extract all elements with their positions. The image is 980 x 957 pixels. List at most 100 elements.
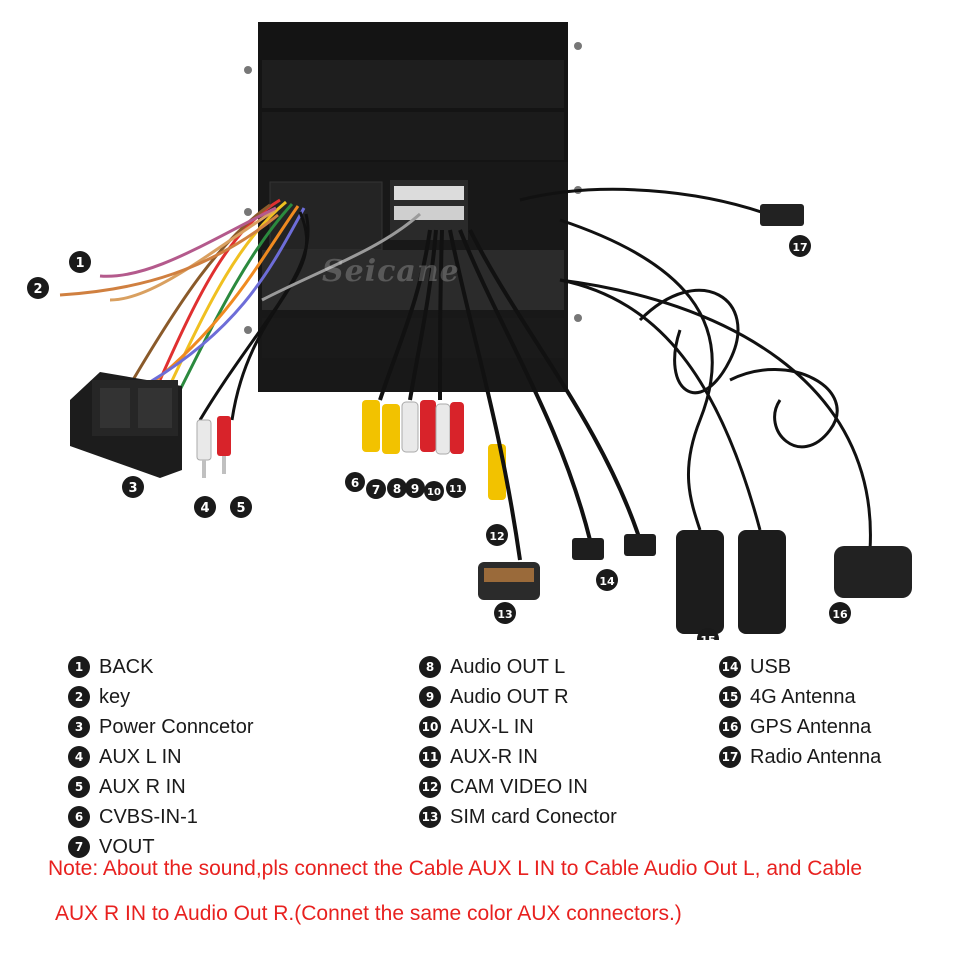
badge-13: 13 [494, 602, 516, 624]
legend-label: USB [750, 655, 792, 678]
svg-text:4: 4 [200, 501, 209, 516]
legend-label: AUX L IN [99, 745, 182, 768]
svg-text:8: 8 [393, 482, 401, 496]
svg-text:5: 5 [236, 501, 245, 516]
aux-in-plugs [196, 416, 231, 478]
gps-antenna-shape [834, 546, 912, 598]
legend-item-back: 1 BACK [68, 652, 254, 682]
note-line-1: Note: About the sound,pls connect the Ca… [48, 857, 863, 880]
badge-6: 6 [345, 472, 365, 492]
legend-column-3: 14 USB 15 4G Antenna 16 GPS Antenna 17 Radio… [719, 652, 881, 772]
legend-item-power-connector: 3 Power Conncetor [68, 712, 254, 742]
legend-number: 1 [68, 656, 90, 678]
antenna-cables [519, 187, 872, 551]
badge-16: 16 [829, 602, 851, 624]
svg-text:6: 6 [351, 476, 359, 490]
legend-label: VOUT [99, 835, 155, 858]
badge-14: 14 [596, 569, 618, 591]
legend-label: CAM VIDEO IN [450, 775, 588, 798]
legend-label: Radio Antenna [750, 745, 882, 768]
legend-label: Power Conncetor [99, 715, 254, 738]
svg-text:17: 17 [792, 241, 807, 254]
svg-text:9: 9 [411, 482, 419, 496]
svg-text:1: 1 [75, 256, 84, 271]
legend-number: 8 [419, 656, 441, 678]
4g-antenna-shape-a [676, 530, 724, 634]
wiring-illustration: 1 2 3 4 5 6 7 8 9 10 11 12 13 14 15 16 1… [27, 22, 912, 640]
legend-item-sim-card-connector: 13 SIM card Conector [419, 802, 617, 832]
svg-text:16: 16 [832, 608, 848, 621]
badge-10: 10 [424, 481, 444, 501]
legend-number: 6 [68, 806, 90, 828]
svg-text:3: 3 [128, 481, 137, 496]
legend-label: GPS Antenna [750, 715, 872, 738]
legend-item-audio-out-r: 9 Audio OUT R [419, 682, 617, 712]
badge-1: 1 [69, 251, 91, 273]
legend-number: 11 [419, 746, 441, 768]
legend-label: AUX R IN [99, 775, 186, 798]
legend-label: Audio OUT L [450, 655, 566, 678]
legend-item-aux-l-in-2: 10 AUX-L IN [419, 712, 617, 742]
badge-11: 11 [446, 478, 466, 498]
badge-12: 12 [486, 524, 508, 546]
legend-item-cvbs-in-1: 6 CVBS-IN-1 [68, 802, 254, 832]
legend-number: 2 [68, 686, 90, 708]
badge-5: 5 [230, 496, 252, 518]
watermark: Seicane [322, 254, 460, 289]
legend-item-radio-antenna: 17 Radio Antenna [719, 742, 881, 772]
badge-9: 9 [405, 478, 425, 498]
legend-number: 17 [719, 746, 741, 768]
legend-number: 9 [419, 686, 441, 708]
svg-text:7: 7 [372, 483, 380, 497]
legend-item-usb: 14 USB [719, 652, 881, 682]
legend-item-gps-antenna: 16 GPS Antenna [719, 712, 881, 742]
legend-label: SIM card Conector [450, 805, 617, 828]
svg-text:13: 13 [497, 608, 512, 621]
svg-text:14: 14 [599, 575, 615, 588]
legend-item-cam-video-in: 12 CAM VIDEO IN [419, 772, 617, 802]
legend-number: 10 [419, 716, 441, 738]
usb-plug-shape [572, 538, 604, 560]
rca-cluster [362, 229, 506, 500]
badge-3: 3 [122, 476, 144, 498]
badge-2: 2 [27, 277, 49, 299]
badge-15: 15 [697, 628, 719, 640]
legend-item-audio-out-l: 8 Audio OUT L [419, 652, 617, 682]
legend-label: AUX-R IN [450, 745, 538, 768]
svg-text:11: 11 [449, 484, 463, 495]
legend-item-4g-antenna: 15 4G Antenna [719, 682, 881, 712]
legend-label: AUX-L IN [450, 715, 534, 738]
legend-item-aux-l-in: 4 AUX L IN [68, 742, 254, 772]
badge-17: 17 [789, 235, 811, 257]
radio-antenna-plug-shape [760, 204, 804, 226]
svg-text:10: 10 [427, 487, 441, 498]
legend-number: 15 [719, 686, 741, 708]
svg-text:12: 12 [489, 530, 504, 543]
legend-number: 13 [419, 806, 441, 828]
legend-number: 4 [68, 746, 90, 768]
legend-number: 12 [419, 776, 441, 798]
power-wire-bundle [59, 198, 422, 421]
badge-4: 4 [194, 496, 216, 518]
legend-label: key [99, 685, 131, 708]
4g-antenna-shape-b [738, 530, 786, 634]
sim-usb-cables [448, 229, 642, 561]
legend-number: 14 [719, 656, 741, 678]
legend-number: 3 [68, 716, 90, 738]
legend-item-key: 2 key [68, 682, 254, 712]
legend-number: 16 [719, 716, 741, 738]
legend-label: CVBS-IN-1 [99, 805, 198, 828]
power-connector [70, 372, 182, 478]
note-line-2: AUX R IN to Audio Out R.(Connet the same… [55, 902, 682, 925]
legend-column-2: 8 Audio OUT L 9 Audio OUT R 10 AUX-L IN 11 A… [419, 652, 617, 832]
legend-label: BACK [99, 655, 154, 678]
svg-text:2: 2 [33, 282, 42, 297]
legend-label: 4G Antenna [750, 685, 856, 708]
legend-label: Audio OUT R [450, 685, 569, 708]
svg-text:15: 15 [700, 634, 715, 640]
badge-7: 7 [366, 479, 386, 499]
legend-item-aux-r-in-2: 11 AUX-R IN [419, 742, 617, 772]
